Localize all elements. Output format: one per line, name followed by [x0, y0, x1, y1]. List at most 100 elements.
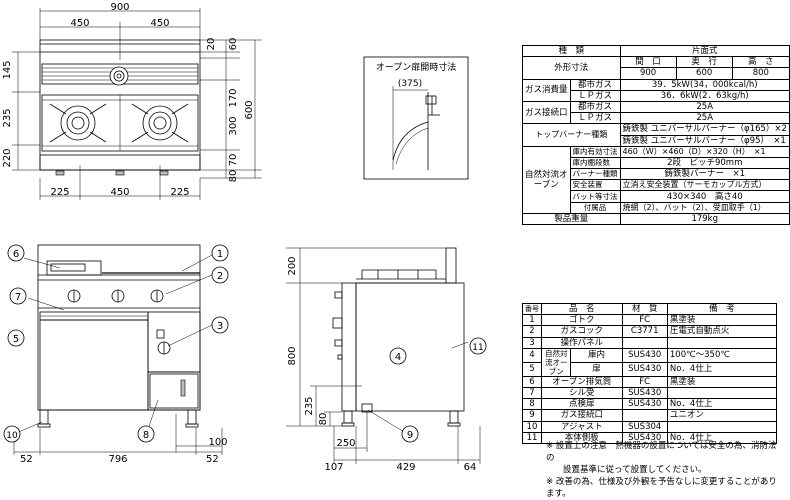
parts-note: No．4仕上: [666, 361, 778, 377]
spec-oven-label: 自然対流オーブン: [522, 145, 571, 214]
parts-note: 圧電式自動点火: [666, 325, 778, 338]
callout-9: 9: [401, 425, 419, 443]
spec-conn-lp: 25A: [619, 112, 790, 125]
svg-text:10: 10: [6, 431, 18, 441]
parts-note: [666, 386, 778, 400]
spec-model: 片面式: [619, 44, 790, 58]
parts-material: FC: [621, 375, 668, 388]
parts-material: SUS430: [621, 398, 668, 411]
dim-235: 235: [2, 108, 13, 127]
dim-225-right: 225: [170, 187, 189, 198]
notes: ※ 設置上の注意 熱機器の設置については安全の為、消防法の 設置基準に従って設置…: [546, 440, 783, 500]
spec-gas-conn-label: ガス接続口: [522, 100, 571, 125]
svg-text:8: 8: [143, 430, 149, 441]
svg-text:5: 5: [13, 334, 19, 345]
parts-material: FC: [621, 314, 668, 327]
parts-material: C3771: [621, 325, 668, 338]
spec-lp-label-2: ＬＰガス: [569, 112, 621, 125]
spec-shelf: 2段 ピッチ90mm: [619, 156, 790, 170]
spec-height: 800: [731, 67, 790, 80]
parts-no: 1: [522, 314, 542, 327]
dim-450-right: 450: [150, 18, 169, 29]
parts-name: ガスコック: [541, 325, 623, 338]
parts-header-note: 備 考: [666, 302, 778, 316]
spec-width: 900: [619, 67, 677, 80]
svg-text:11: 11: [472, 343, 483, 353]
spec-top-burner-label: トップバーナー種類: [522, 123, 621, 147]
spec-oven-size-label: 庫内有効寸法: [569, 145, 621, 158]
dim-235-side: 235: [304, 396, 315, 415]
dim-70: 70: [228, 154, 239, 167]
parts-no: 8: [522, 398, 542, 411]
parts-no: 10: [522, 420, 542, 433]
dim-107: 107: [324, 462, 343, 473]
spec-gas-lp: 36．6kW(2．63kg/h): [619, 89, 790, 102]
callouts: 1 2 6 7 3 5 8 10 4 9 11: [3, 244, 487, 443]
spec-top-burner-1: 鋳鉄製 ユニバーサルバーナー（φ165）×2: [619, 123, 790, 136]
dim-250: 250: [336, 438, 355, 449]
spec-accessory: 焼網（2）、バット（2）、受皿取手（1）: [619, 201, 790, 214]
dim-60: 60: [228, 38, 239, 51]
parts-name: 操作パネル: [541, 336, 623, 349]
spec-conn-city: 25A: [619, 100, 790, 114]
spec-city-label: 都市ガス: [569, 78, 621, 91]
callout-4: 4: [389, 347, 407, 365]
spec-weight-label: 製品重量: [522, 212, 621, 226]
callout-1: 1: [211, 244, 229, 262]
parts-no: 9: [522, 409, 542, 422]
spec-burner-label: バーナー種類: [569, 168, 621, 181]
open-door-detail: オープン扉開時寸法 (375): [363, 56, 469, 180]
parts-note: No．4仕上: [666, 398, 778, 411]
dim-375: (375): [398, 79, 422, 89]
parts-name: 点検扉: [541, 398, 623, 411]
dim-80: 80: [228, 170, 239, 183]
parts-name: 庫内: [570, 347, 623, 363]
dim-80-side: 80: [318, 413, 329, 426]
dim-800: 800: [287, 346, 298, 365]
spec-tray: 430×340 高さ40: [619, 190, 790, 203]
parts-oven-group: 自然対流オーブン: [540, 347, 572, 377]
parts-note: 黒塗装: [666, 314, 778, 327]
dim-600: 600: [244, 100, 255, 119]
parts-note: [666, 420, 778, 433]
spec-accessory-label: 付属品: [569, 201, 621, 214]
dim-200: 200: [287, 256, 298, 275]
parts-note: No．4仕上: [666, 431, 778, 444]
spec-col-depth: 奥 行: [675, 56, 733, 69]
spec-col-width: 間 口: [619, 56, 677, 69]
parts-name: アジャスト: [541, 420, 623, 433]
dim-796: 796: [108, 454, 127, 465]
spec-oven-size: 460（W）×460（D）×320（H） ×1: [619, 145, 790, 158]
spec-weight: 179kg: [619, 212, 790, 226]
parts-header-name: 品 名: [541, 302, 623, 316]
spec-lp-label: ＬＰガス: [569, 89, 621, 102]
spec-top-burner-2: 鋳鉄製 ユニバーサルバーナー（φ95） ×1: [619, 134, 790, 147]
callout-10: 10: [3, 425, 21, 443]
dim-100: 100: [208, 437, 227, 448]
parts-no: 3: [522, 336, 542, 349]
svg-text:2: 2: [217, 271, 223, 282]
callout-2: 2: [211, 266, 229, 284]
parts-note: [666, 336, 778, 349]
dim-64: 64: [464, 462, 477, 473]
note-line-3: ※ 改善の為、仕様及び外観を予告なしに変更することがあります。: [546, 477, 777, 499]
parts-no: 11: [522, 431, 542, 444]
dim-429: 429: [396, 462, 415, 473]
parts-name: シル受: [541, 386, 623, 400]
spec-tray-label: バット等寸法: [569, 190, 621, 203]
dim-145: 145: [2, 60, 13, 79]
note-line-2: 設置基準に従って設置してください。: [546, 465, 707, 475]
parts-material: SUS430: [621, 386, 668, 400]
spec-depth: 600: [675, 67, 733, 80]
